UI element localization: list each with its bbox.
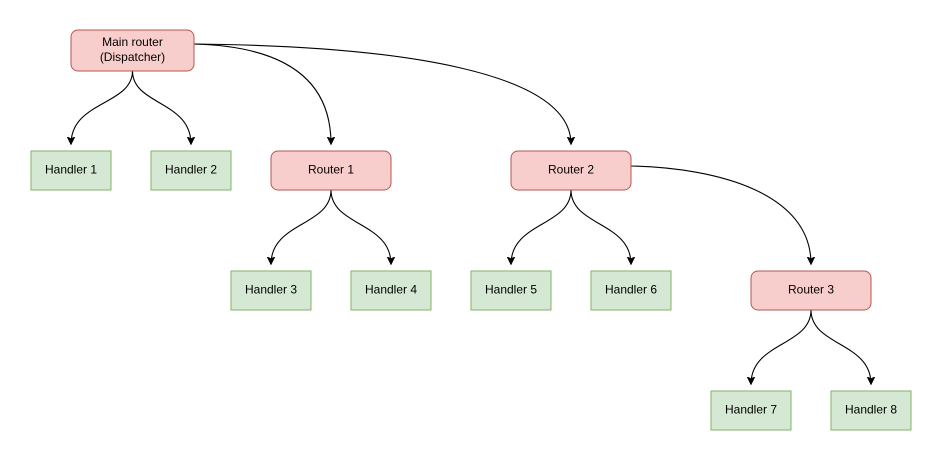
edge-main-to-handler-1 <box>71 70 134 144</box>
node-shape-handler-4[interactable] <box>350 270 432 311</box>
edge-router-2-to-router-3 <box>630 165 811 264</box>
edge-main-to-router-1 <box>193 43 331 144</box>
node-label-handler-3: Handler 3 <box>245 283 297 297</box>
node-handler-8[interactable]: Handler 8 <box>830 390 912 431</box>
node-router-1[interactable]: Router 1 <box>270 150 392 191</box>
node-label-handler-8: Handler 8 <box>845 403 897 417</box>
edge-router-1-to-handler-3 <box>271 189 332 264</box>
edge-main-to-handler-2 <box>131 70 192 144</box>
edge-main-to-router-2 <box>193 43 571 144</box>
node-label-handler-4: Handler 4 <box>365 283 417 297</box>
edge-router-3-to-handler-8 <box>810 309 871 384</box>
node-router-3[interactable]: Router 3 <box>750 270 872 311</box>
node-label-handler-1: Handler 1 <box>45 163 97 177</box>
node-shape-handler-7[interactable] <box>710 390 792 431</box>
node-label-handler-7: Handler 7 <box>725 403 777 417</box>
node-label-router-1: Router 1 <box>308 163 354 177</box>
node-main-router[interactable]: Main router(Dispatcher) <box>70 29 195 72</box>
node-label-handler-2: Handler 2 <box>165 163 217 177</box>
node-handler-1[interactable]: Handler 1 <box>30 150 112 191</box>
node-router-2[interactable]: Router 2 <box>510 150 632 191</box>
node-shape-router-2[interactable] <box>510 150 632 191</box>
node-handler-2[interactable]: Handler 2 <box>150 150 232 191</box>
node-handler-6[interactable]: Handler 6 <box>590 270 672 311</box>
node-shape-handler-5[interactable] <box>470 270 552 311</box>
node-label-handler-5: Handler 5 <box>485 283 537 297</box>
edge-router-1-to-handler-4 <box>330 189 391 264</box>
edge-router-2-to-handler-5 <box>511 189 572 264</box>
node-handler-5[interactable]: Handler 5 <box>470 270 552 311</box>
node-handler-7[interactable]: Handler 7 <box>710 390 792 431</box>
node-shape-handler-3[interactable] <box>230 270 312 311</box>
node-label-router-2: Router 2 <box>548 163 594 177</box>
node-label-handler-6: Handler 6 <box>605 283 657 297</box>
node-shape-handler-6[interactable] <box>590 270 672 311</box>
node-shape-handler-2[interactable] <box>150 150 232 191</box>
nodes-layer: Main router(Dispatcher) Handler 1 Handler … <box>30 29 912 431</box>
edge-router-3-to-handler-7 <box>751 309 812 384</box>
edge-router-2-to-handler-6 <box>570 189 631 264</box>
node-handler-3[interactable]: Handler 3 <box>230 270 312 311</box>
node-shape-handler-8[interactable] <box>830 390 912 431</box>
node-shape-main-router[interactable] <box>70 29 195 72</box>
node-shape-handler-1[interactable] <box>30 150 112 191</box>
node-label-main-router: Main router(Dispatcher) <box>100 35 165 64</box>
node-label-router-3: Router 3 <box>788 283 834 297</box>
node-shape-router-1[interactable] <box>270 150 392 191</box>
node-handler-4[interactable]: Handler 4 <box>350 270 432 311</box>
node-shape-router-3[interactable] <box>750 270 872 311</box>
edges-layer <box>71 43 871 384</box>
